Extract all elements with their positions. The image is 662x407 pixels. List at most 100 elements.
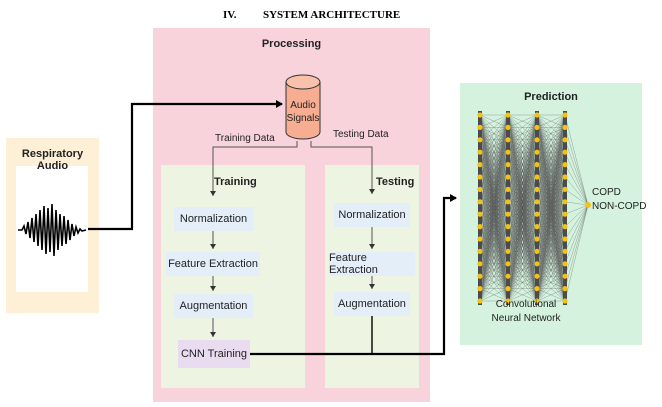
section-title: SYSTEM ARCHITECTURE	[263, 9, 401, 21]
nn-edge	[479, 114, 509, 264]
nn-edge	[479, 114, 509, 252]
nn-edge	[564, 204, 589, 240]
nn-node	[477, 248, 483, 254]
nn-node	[534, 286, 540, 292]
nn-node	[505, 199, 511, 205]
nn-node	[505, 162, 511, 168]
nn-node	[477, 149, 483, 155]
nn-edge	[536, 238, 566, 302]
nn-node	[562, 224, 568, 230]
nn-edge	[479, 139, 509, 302]
nn-node	[477, 224, 483, 230]
output-label-non-copd: NON-COPD	[592, 201, 647, 212]
testing-step-augmentation: Augmentation	[334, 292, 410, 316]
nn-edge	[507, 114, 538, 227]
nn-edge	[536, 152, 566, 302]
nn-edge	[479, 189, 509, 302]
nn-edge	[507, 114, 538, 252]
nn-edge	[564, 204, 589, 277]
section-number: IV.	[223, 9, 237, 21]
nn-edge	[479, 114, 509, 202]
nn-edge	[536, 114, 566, 215]
nn-node	[562, 286, 568, 292]
cylinder-label-line2: Signals	[286, 113, 320, 124]
nn-edge	[479, 201, 509, 302]
nn-edge	[564, 204, 589, 302]
nn-edge	[507, 214, 538, 302]
nn-node	[562, 174, 568, 180]
nn-node	[477, 286, 483, 292]
nn-edge	[536, 114, 566, 240]
neural-network-diagram	[477, 111, 591, 305]
nn-edge	[507, 114, 538, 128]
nn-node	[505, 186, 511, 192]
nn-node	[534, 211, 540, 217]
nn-node	[505, 112, 511, 118]
nn-node	[562, 162, 568, 168]
nn-edge	[479, 288, 509, 302]
nn-node	[505, 211, 511, 217]
nn-edge	[536, 189, 566, 302]
nn-node	[562, 149, 568, 155]
nn-node	[562, 273, 568, 279]
cylinder-label-line1: Audio	[290, 100, 316, 111]
testing-step-normalization: Normalization	[334, 203, 410, 227]
nn-node	[562, 112, 568, 118]
nn-edge	[479, 238, 509, 302]
nn-node	[562, 261, 568, 267]
nn-edge	[479, 114, 509, 128]
nn-node	[505, 174, 511, 180]
nn-edge	[536, 288, 566, 302]
nn-edge	[507, 114, 538, 140]
nn-node	[534, 162, 540, 168]
nn-edge	[507, 164, 538, 302]
nn-node	[534, 199, 540, 205]
nn-edge	[479, 152, 509, 302]
nn-node	[562, 124, 568, 130]
nn-node	[562, 211, 568, 217]
testing-data-label: Testing Data	[333, 129, 389, 140]
arrow-to-training	[210, 141, 298, 196]
nn-edge	[479, 164, 509, 302]
nn-node	[505, 224, 511, 230]
nn-edge	[507, 263, 538, 302]
nn-edge	[536, 114, 566, 264]
nn-edge	[507, 201, 538, 302]
nn-node	[477, 124, 483, 130]
nn-edge	[479, 127, 509, 302]
nn-edge	[507, 114, 538, 264]
training-step-augmentation: Augmentation	[174, 294, 253, 318]
nn-edge	[507, 251, 538, 302]
training-step-feature-extraction: Feature Extraction	[166, 252, 260, 276]
nn-edge	[536, 114, 566, 277]
output-label-copd: COPD	[592, 187, 621, 198]
nn-edge	[507, 288, 538, 302]
nn-edge	[479, 276, 509, 302]
arrow-to-testing	[310, 141, 375, 194]
nn-edge	[536, 226, 566, 302]
nn-edge	[479, 114, 509, 240]
arrow-input-to-signals	[88, 100, 283, 231]
nn-edge	[536, 114, 566, 227]
nn-node	[505, 137, 511, 143]
nn-edge	[536, 164, 566, 302]
nn-node	[534, 137, 540, 143]
nn-node	[534, 124, 540, 130]
nn-node	[505, 298, 511, 304]
nn-edge	[564, 139, 589, 206]
prediction-title: Prediction	[524, 91, 578, 103]
nn-edge	[536, 114, 566, 202]
nn-node	[477, 137, 483, 143]
nn-edge	[536, 114, 566, 153]
training-step-cnn-training: CNN Training	[178, 340, 250, 368]
nn-edge	[507, 276, 538, 302]
nn-edge	[536, 114, 566, 165]
nn-edge	[479, 226, 509, 302]
nn-edge	[564, 204, 589, 264]
nn-edge	[479, 263, 509, 302]
nn-edge	[564, 204, 589, 215]
nn-edge	[479, 214, 509, 302]
nn-edge	[507, 114, 538, 178]
nn-edge	[507, 226, 538, 302]
nn-edge	[507, 114, 538, 165]
